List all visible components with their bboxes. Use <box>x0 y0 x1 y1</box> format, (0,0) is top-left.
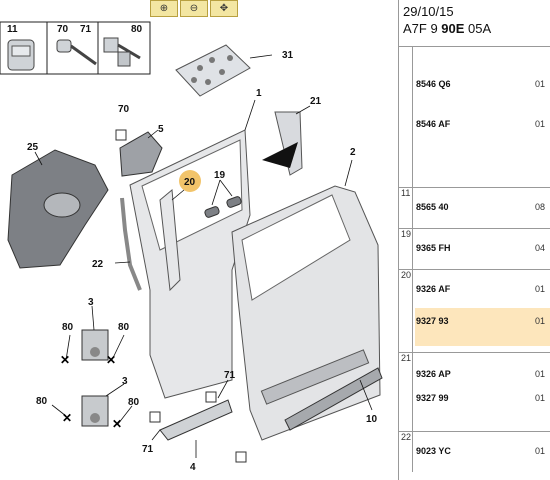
svg-text:✕: ✕ <box>106 353 116 367</box>
table-row[interactable]: 8546 AF 01 <box>415 113 550 135</box>
part-qty: 01 <box>535 446 546 456</box>
callout-31: 31 <box>282 50 294 61</box>
callout-3-upper: 3 <box>88 297 94 308</box>
catalog-code-suffix: 05A <box>464 21 492 36</box>
part-qty: 01 <box>535 284 546 294</box>
parts-diagram[interactable]: ✕ ✕ ✕ ✕ 11 70 71 80 31 1 21 70 5 25 19 <box>0 0 398 480</box>
table-row[interactable]: 8546 Q6 01 <box>415 73 550 95</box>
svg-text:✕: ✕ <box>112 417 122 431</box>
table-row-selected[interactable]: 9327 93 01 <box>415 308 550 346</box>
part-ref: 9326 AF <box>416 284 451 294</box>
part-3-hinge-lower <box>81 395 109 427</box>
callout-70: 70 <box>118 104 130 115</box>
part-ref: 9326 AP <box>416 369 451 379</box>
part-qty: 01 <box>535 119 546 129</box>
part-ref: 8546 AF <box>416 119 451 129</box>
part-ref: 9327 99 <box>416 393 449 403</box>
part-22-seal <box>120 197 142 291</box>
table-row[interactable]: 9023 YC 01 <box>415 440 550 462</box>
part-25-liner <box>7 149 109 269</box>
table-row[interactable]: 9326 AP 01 <box>415 363 550 385</box>
group-index <box>399 47 413 75</box>
callout-71-a: 71 <box>224 370 236 381</box>
table-group-partial <box>399 46 550 75</box>
part-qty: 01 <box>535 393 546 403</box>
part-3-hinge-upper <box>81 329 109 361</box>
callout-80-c: 80 <box>36 396 48 407</box>
table-row[interactable]: 9326 AF 01 <box>415 278 550 300</box>
callout-20: 20 <box>184 177 196 188</box>
zoom-toolbar: ⊕ ⊖ ✥ <box>150 0 238 17</box>
part-qty: 01 <box>535 369 546 379</box>
table-group-door: 8546 Q6 01 8546 AF 01 <box>399 75 550 187</box>
svg-text:✕: ✕ <box>62 411 72 425</box>
callout-labels: 11 70 71 80 31 1 21 70 5 25 19 20 2 22 3… <box>7 24 378 473</box>
legend-code-71: 71 <box>80 24 92 35</box>
callout-80-a: 80 <box>62 322 74 333</box>
part-qty: 04 <box>535 243 546 253</box>
catalog-code: A7F 9 90E 05A <box>403 21 491 36</box>
callout-5: 5 <box>158 124 164 135</box>
part-ref: 9365 FH <box>416 243 451 253</box>
part-qty: 01 <box>535 79 546 89</box>
fastener-legend <box>0 21 151 75</box>
table-group-19: 19 9365 FH 04 <box>399 228 550 269</box>
table-group-11: 11 8565 40 08 <box>399 187 550 228</box>
callout-80-d: 80 <box>128 397 140 408</box>
group-index: 20 <box>399 270 413 352</box>
callout-71-b: 71 <box>142 444 154 455</box>
table-row[interactable]: 9365 FH 04 <box>415 237 550 259</box>
callout-19: 19 <box>214 170 226 181</box>
legend-code-80: 80 <box>131 24 143 35</box>
catalog-code-prefix: A7F 9 <box>403 21 442 36</box>
group-index: 11 <box>399 188 413 228</box>
callout-25: 25 <box>27 142 39 153</box>
diagram-drawing: ✕ ✕ ✕ ✕ 11 70 71 80 31 1 21 70 5 25 19 <box>0 21 383 473</box>
parts-panel: 29/10/15 A7F 9 90E 05A 8546 Q6 01 8546 A… <box>398 0 550 480</box>
callout-10: 10 <box>366 414 378 425</box>
zoom-out-icon[interactable]: ⊖ <box>180 0 208 17</box>
group-index: 19 <box>399 229 413 269</box>
group-index: 21 <box>399 353 413 431</box>
part-19-clips <box>204 196 242 218</box>
table-group-22: 22 9023 YC 01 <box>399 431 550 472</box>
table-group-20: 20 9326 AF 01 9327 93 01 <box>399 269 550 352</box>
catalog-date: 29/10/15 <box>403 4 454 19</box>
legend-code-70: 70 <box>57 24 69 35</box>
part-qty: 08 <box>535 202 546 212</box>
catalog-code-bold: 90E <box>441 21 465 36</box>
table-row[interactable]: 8565 40 08 <box>415 196 550 218</box>
callout-22: 22 <box>92 259 104 270</box>
part-ref: 9023 YC <box>416 446 451 456</box>
part-4-handle <box>159 399 233 441</box>
callout-1: 1 <box>256 88 262 99</box>
part-20-trim <box>159 189 181 292</box>
table-group-21: 21 9326 AP 01 9327 99 01 <box>399 352 550 431</box>
part-ref: 9327 93 <box>416 316 449 326</box>
callout-2: 2 <box>350 147 356 158</box>
callout-3-lower: 3 <box>122 376 128 387</box>
part-ref: 8565 40 <box>416 202 449 212</box>
zoom-in-icon[interactable]: ⊕ <box>150 0 178 17</box>
svg-text:✕: ✕ <box>60 353 70 367</box>
part-2-rear-door <box>231 159 381 441</box>
zoom-pan-icon[interactable]: ✥ <box>210 0 238 17</box>
parts-table: 8546 Q6 01 8546 AF 01 11 8565 40 08 19 9… <box>399 46 550 472</box>
group-index: 22 <box>399 432 413 472</box>
part-qty: 01 <box>535 316 546 326</box>
callout-21: 21 <box>310 96 322 107</box>
part-5-bracket <box>119 131 163 177</box>
part-10-moulding <box>284 367 383 431</box>
callout-4: 4 <box>190 462 196 473</box>
table-row[interactable]: 9327 99 01 <box>415 387 550 409</box>
legend-code-11: 11 <box>7 24 18 35</box>
part-31-kit <box>175 44 273 97</box>
callout-80-b: 80 <box>118 322 130 333</box>
part-ref: 8546 Q6 <box>416 79 451 89</box>
